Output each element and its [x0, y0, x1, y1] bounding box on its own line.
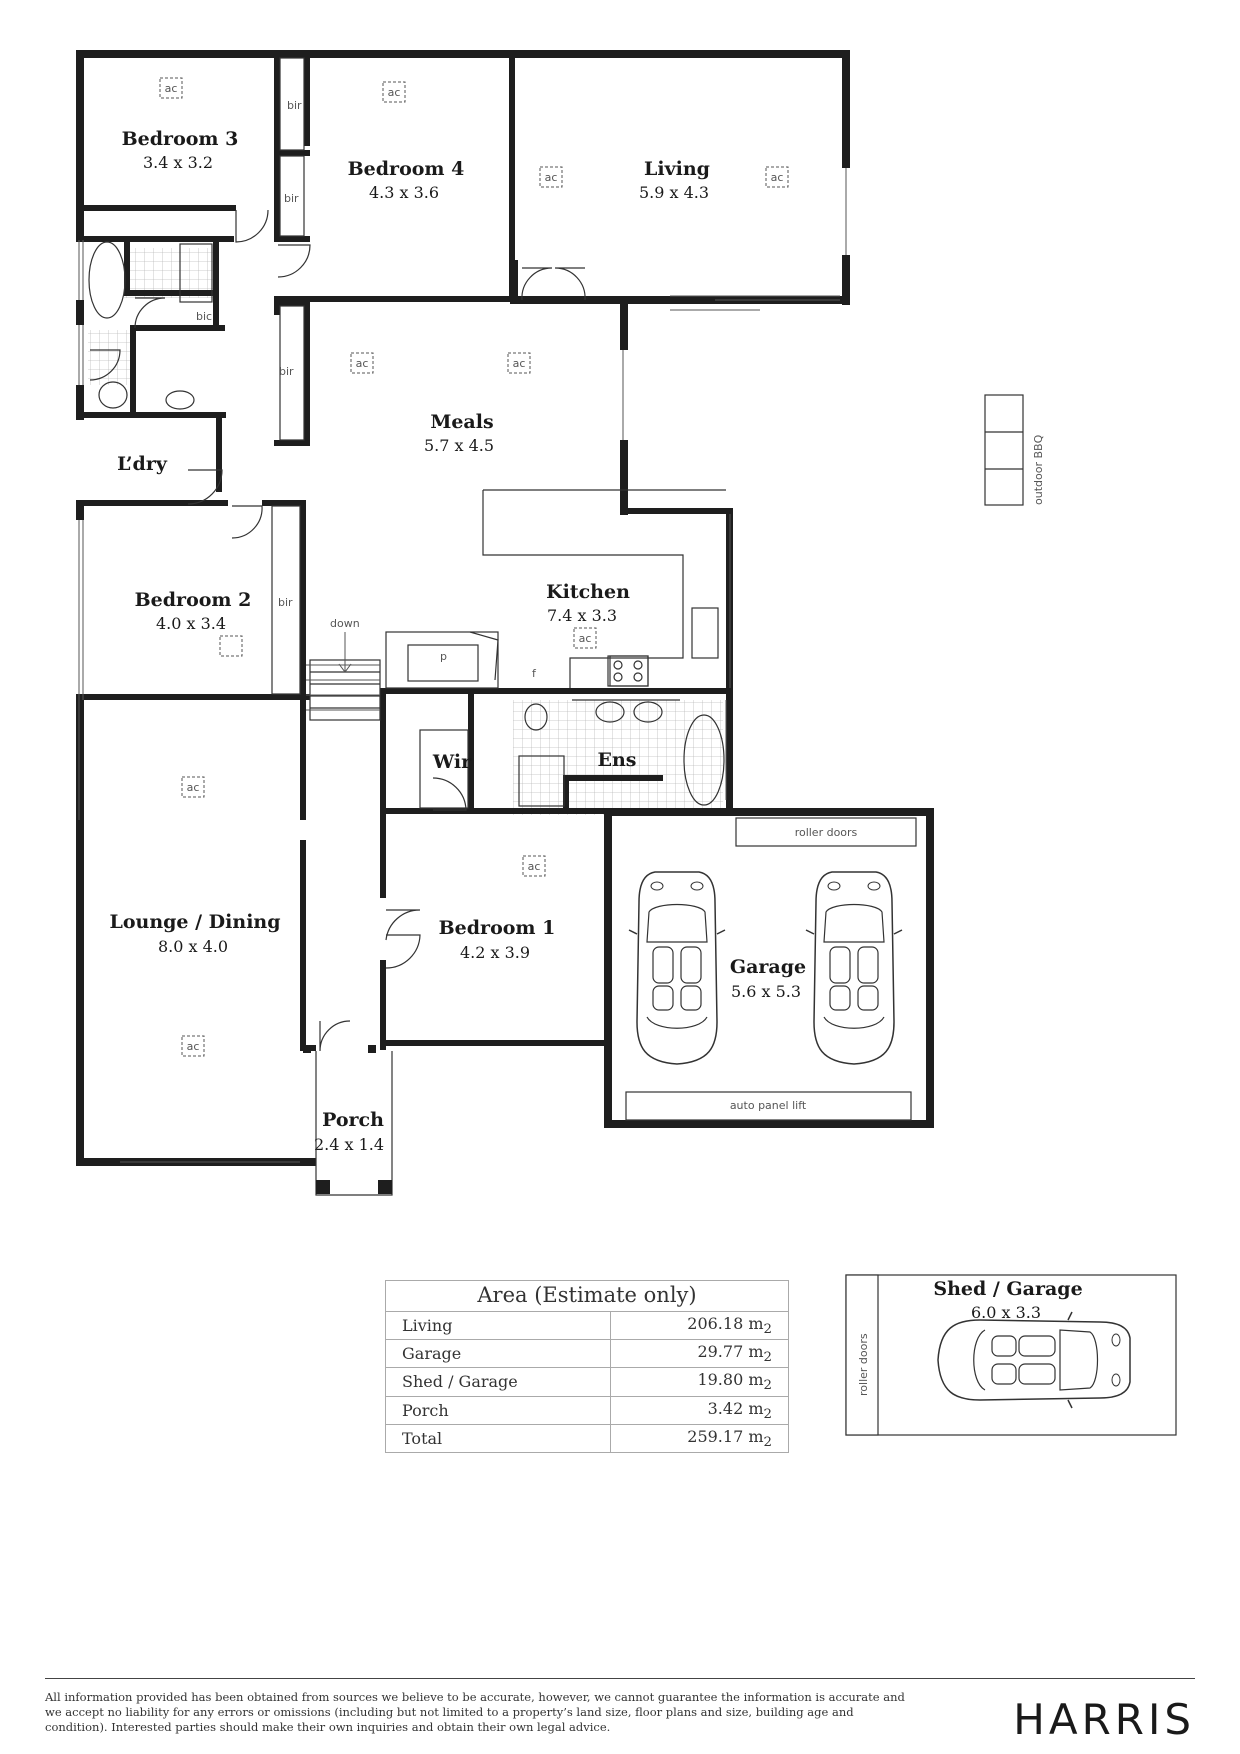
svg-text:ac: ac — [513, 357, 526, 370]
disclaimer-text: All information provided has been obtain… — [45, 1690, 905, 1734]
room-bedroom1-name: Bedroom 1 — [439, 917, 556, 939]
svg-text:ac: ac — [528, 860, 541, 873]
door-swings — [89, 209, 586, 1052]
area-label: Porch — [385, 1396, 611, 1425]
car-garage-right — [805, 871, 903, 1065]
interior-walls — [76, 50, 730, 1053]
svg-text:ac: ac — [579, 632, 592, 645]
area-value: 259.17 m2 — [609, 1424, 789, 1453]
area-value: 3.42 m2 — [609, 1396, 789, 1425]
ac-labels: ac ac ac ac ac ac ac ac ac ac — [165, 82, 784, 1053]
svg-text:ac: ac — [187, 1040, 200, 1053]
room-meals-dim: 5.7 x 4.5 — [424, 436, 494, 455]
table-row: Total 259.17 m2 — [385, 1424, 789, 1453]
room-living-name: Living — [644, 158, 710, 180]
room-bedroom4-dim: 4.3 x 3.6 — [369, 183, 439, 202]
area-label: Living — [385, 1311, 611, 1341]
down-label: down — [330, 617, 360, 630]
bir-label: bir — [279, 365, 294, 378]
area-value: 29.77 m2 — [609, 1339, 789, 1369]
area-table: Area (Estimate only) Living 206.18 m2 Ga… — [385, 1280, 789, 1453]
exterior-walls — [76, 50, 934, 1166]
room-labels: Bedroom 3 3.4 x 3.2 Bedroom 4 4.3 x 3.6 … — [109, 128, 1082, 1322]
footer-divider — [45, 1678, 1195, 1679]
room-shed-name: Shed / Garage — [933, 1278, 1082, 1300]
room-lounge-name: Lounge / Dining — [109, 911, 280, 933]
fixtures — [88, 57, 1177, 1436]
svg-text:ac: ac — [388, 86, 401, 99]
room-laundry-name: L’dry — [117, 453, 168, 475]
room-wir-name: Wir — [432, 751, 472, 773]
room-shed-dim: 6.0 x 3.3 — [971, 1303, 1041, 1322]
pantry-label: p — [440, 650, 447, 663]
bic-label: bic — [196, 310, 212, 323]
svg-text:ac: ac — [356, 357, 369, 370]
room-porch-dim: 2.4 x 1.4 — [314, 1135, 384, 1154]
room-garage-dim: 5.6 x 5.3 — [731, 982, 801, 1001]
table-row: Garage 29.77 m2 — [385, 1339, 789, 1369]
table-row: Living 206.18 m2 — [385, 1311, 789, 1341]
area-label: Shed / Garage — [385, 1367, 611, 1397]
room-kitchen-name: Kitchen — [546, 581, 630, 603]
room-kitchen-dim: 7.4 x 3.3 — [547, 606, 617, 625]
car-garage-left — [628, 871, 726, 1065]
room-bedroom3-name: Bedroom 3 — [122, 128, 239, 150]
table-row: Porch 3.42 m2 — [385, 1396, 789, 1425]
area-label: Total — [385, 1424, 611, 1453]
area-value: 19.80 m2 — [609, 1367, 789, 1397]
car-shed — [937, 1311, 1131, 1409]
outdoor-bbq-label: outdoor BBQ — [1032, 434, 1045, 505]
area-value: 206.18 m2 — [609, 1311, 789, 1341]
room-bedroom2-dim: 4.0 x 3.4 — [156, 614, 226, 633]
fixture-labels: bir bir bir bir bic down p f roller door… — [196, 99, 1045, 1396]
room-living-dim: 5.9 x 4.3 — [639, 183, 709, 202]
porch-outline — [315, 1051, 393, 1196]
room-bedroom4-name: Bedroom 4 — [348, 158, 465, 180]
steps — [306, 632, 380, 711]
room-lounge-dim: 8.0 x 4.0 — [158, 937, 228, 956]
room-bedroom1-dim: 4.2 x 3.9 — [460, 943, 530, 962]
bir-label: bir — [287, 99, 302, 112]
area-table-title: Area (Estimate only) — [385, 1280, 789, 1312]
auto-panel-lift-label: auto panel lift — [730, 1099, 807, 1112]
room-porch-name: Porch — [322, 1109, 384, 1131]
table-row: Shed / Garage 19.80 m2 — [385, 1367, 789, 1397]
svg-text:ac: ac — [771, 171, 784, 184]
windows — [78, 168, 847, 1163]
area-label: Garage — [385, 1339, 611, 1369]
shed-roller-doors-label: roller doors — [857, 1333, 870, 1396]
roller-doors-label: roller doors — [795, 826, 858, 839]
room-bedroom3-dim: 3.4 x 3.2 — [143, 153, 213, 172]
bir-label: bir — [284, 192, 299, 205]
svg-text:ac: ac — [165, 82, 178, 95]
svg-text:ac: ac — [187, 781, 200, 794]
svg-text:ac: ac — [545, 171, 558, 184]
bir-label: bir — [278, 596, 293, 609]
room-bedroom2-name: Bedroom 2 — [135, 589, 252, 611]
room-meals-name: Meals — [430, 411, 493, 433]
fridge-label: f — [532, 667, 537, 680]
room-ens-name: Ens — [598, 749, 637, 771]
brand-logo: HARRIS — [1013, 1695, 1195, 1744]
room-garage-name: Garage — [730, 956, 806, 978]
cooktop — [607, 655, 649, 687]
